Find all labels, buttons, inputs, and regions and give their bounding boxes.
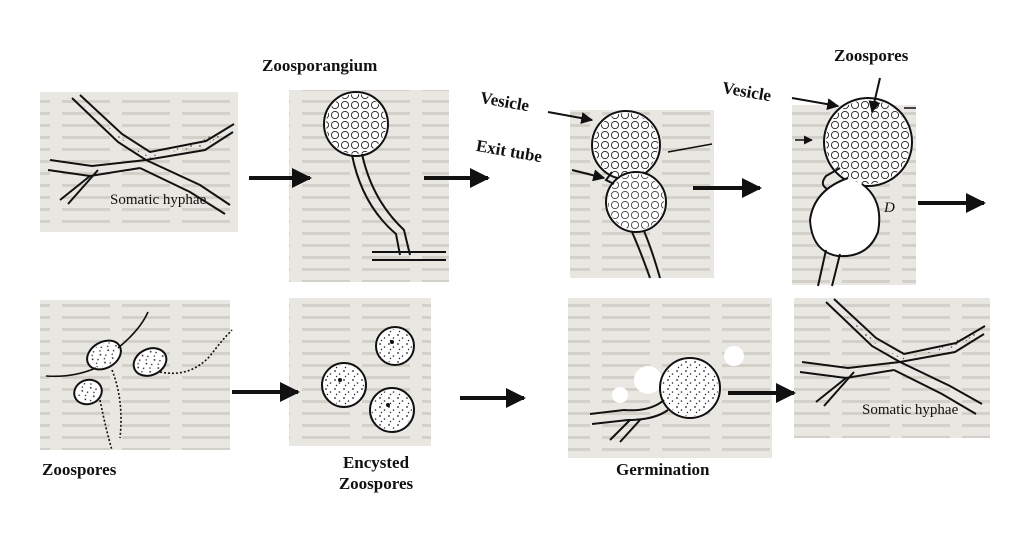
panel-zoospores — [40, 300, 233, 451]
panel-encysted-zoospores — [289, 298, 431, 446]
pointer-zoospores-top — [868, 77, 881, 114]
pointer-vesicle-1 — [547, 111, 594, 124]
label-encysted-line2: Zoospores — [338, 474, 414, 493]
pointer-exit-tube — [571, 169, 606, 182]
label-zoospores-top: Zoospores — [834, 46, 909, 65]
panel-germination — [568, 298, 772, 458]
panel-somatic-hyphae-bottom — [794, 298, 990, 438]
panel-somatic-hyphae-top — [40, 92, 238, 232]
pointer-vesicle-2 — [791, 97, 840, 111]
label-encysted-zoospores: Encysted Zoospores — [326, 452, 426, 494]
label-somatic-hyphae-1: Somatic hyphae — [110, 192, 207, 208]
label-somatic-hyphae-2: Somatic hyphae — [862, 402, 959, 418]
label-zoospores-bottom: Zoospores — [42, 460, 117, 479]
label-d-marker: D — [884, 200, 895, 216]
label-zoosporangium: Zoosporangium — [262, 56, 378, 75]
panel-zoospores-release — [792, 97, 916, 287]
label-germination: Germination — [616, 460, 710, 479]
panel-zoosporangium — [289, 90, 449, 282]
panel-vesicle-exit-tube — [570, 110, 714, 279]
label-encysted-line1: Encysted — [342, 453, 410, 472]
